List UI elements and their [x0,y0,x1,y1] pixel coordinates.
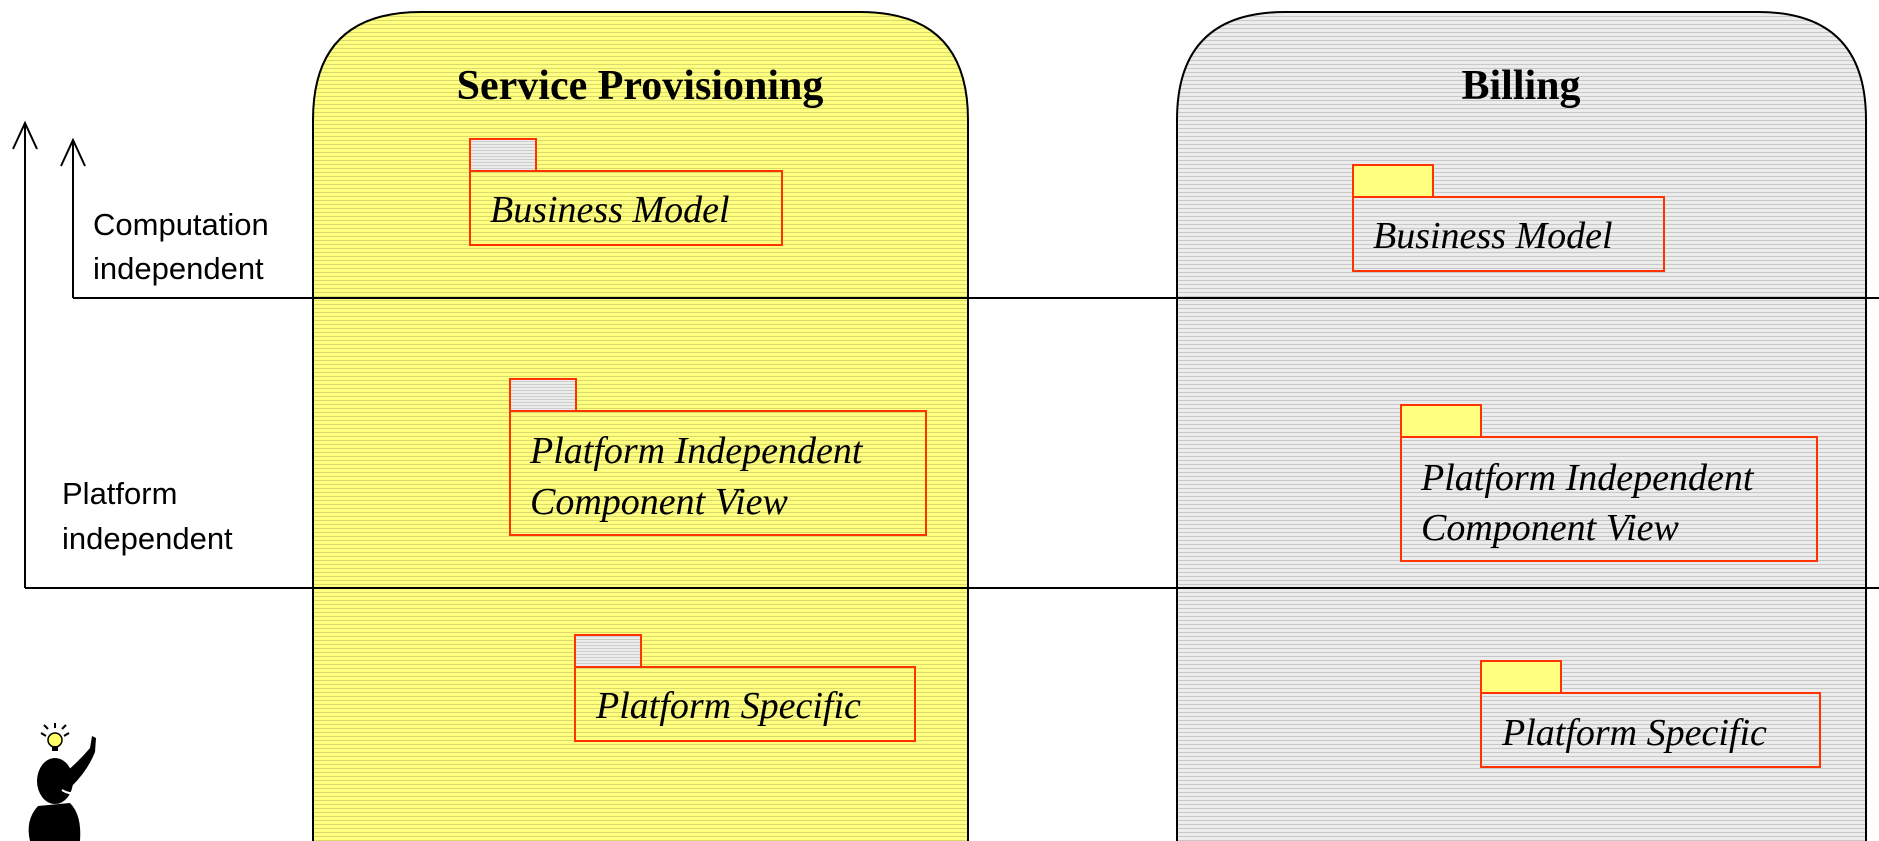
package-tab [469,138,537,172]
package-tab [574,634,642,668]
package-tab [509,378,577,412]
package-label: Platform Independent Component View [529,430,872,523]
package-body [1352,196,1665,272]
lightbulb-icon [40,723,70,751]
idea-person-icon [28,723,96,841]
package-label: Platform Specific [595,685,861,727]
package-tab [1400,404,1482,438]
package-body [1480,692,1821,768]
computation-independent-label: Computation independent [93,207,277,286]
package-label: Business Model [1373,215,1613,257]
platform-axis-arrow [12,120,38,588]
platform-independent-label: Platform independent [62,476,233,556]
package-business-model: Business Model [1352,164,1665,272]
computation-axis-arrow [60,137,86,298]
package-body [1400,436,1818,562]
package-business-model: Business Model [469,138,783,246]
package-tab [1352,164,1434,198]
package-platform-specific: Platform Specific [1480,660,1821,768]
package-body [469,170,783,246]
package-body [574,666,916,742]
package-platform-independent-component-view: Platform Independent Component View [1400,404,1818,562]
column-billing: Billing [1176,11,1867,841]
package-tab [1480,660,1562,694]
package-platform-specific: Platform Specific [574,634,916,742]
package-label: Platform Specific [1501,712,1767,754]
column-shape [1176,11,1867,841]
package-label: Platform Independent Component View [1420,457,1763,549]
package-platform-independent-component-view: Platform Independent Component View [509,378,927,536]
package-label: Business Model [490,189,730,231]
column-title: Service Provisioning [457,63,824,109]
package-body [509,410,927,536]
column-title: Billing [1461,63,1580,109]
